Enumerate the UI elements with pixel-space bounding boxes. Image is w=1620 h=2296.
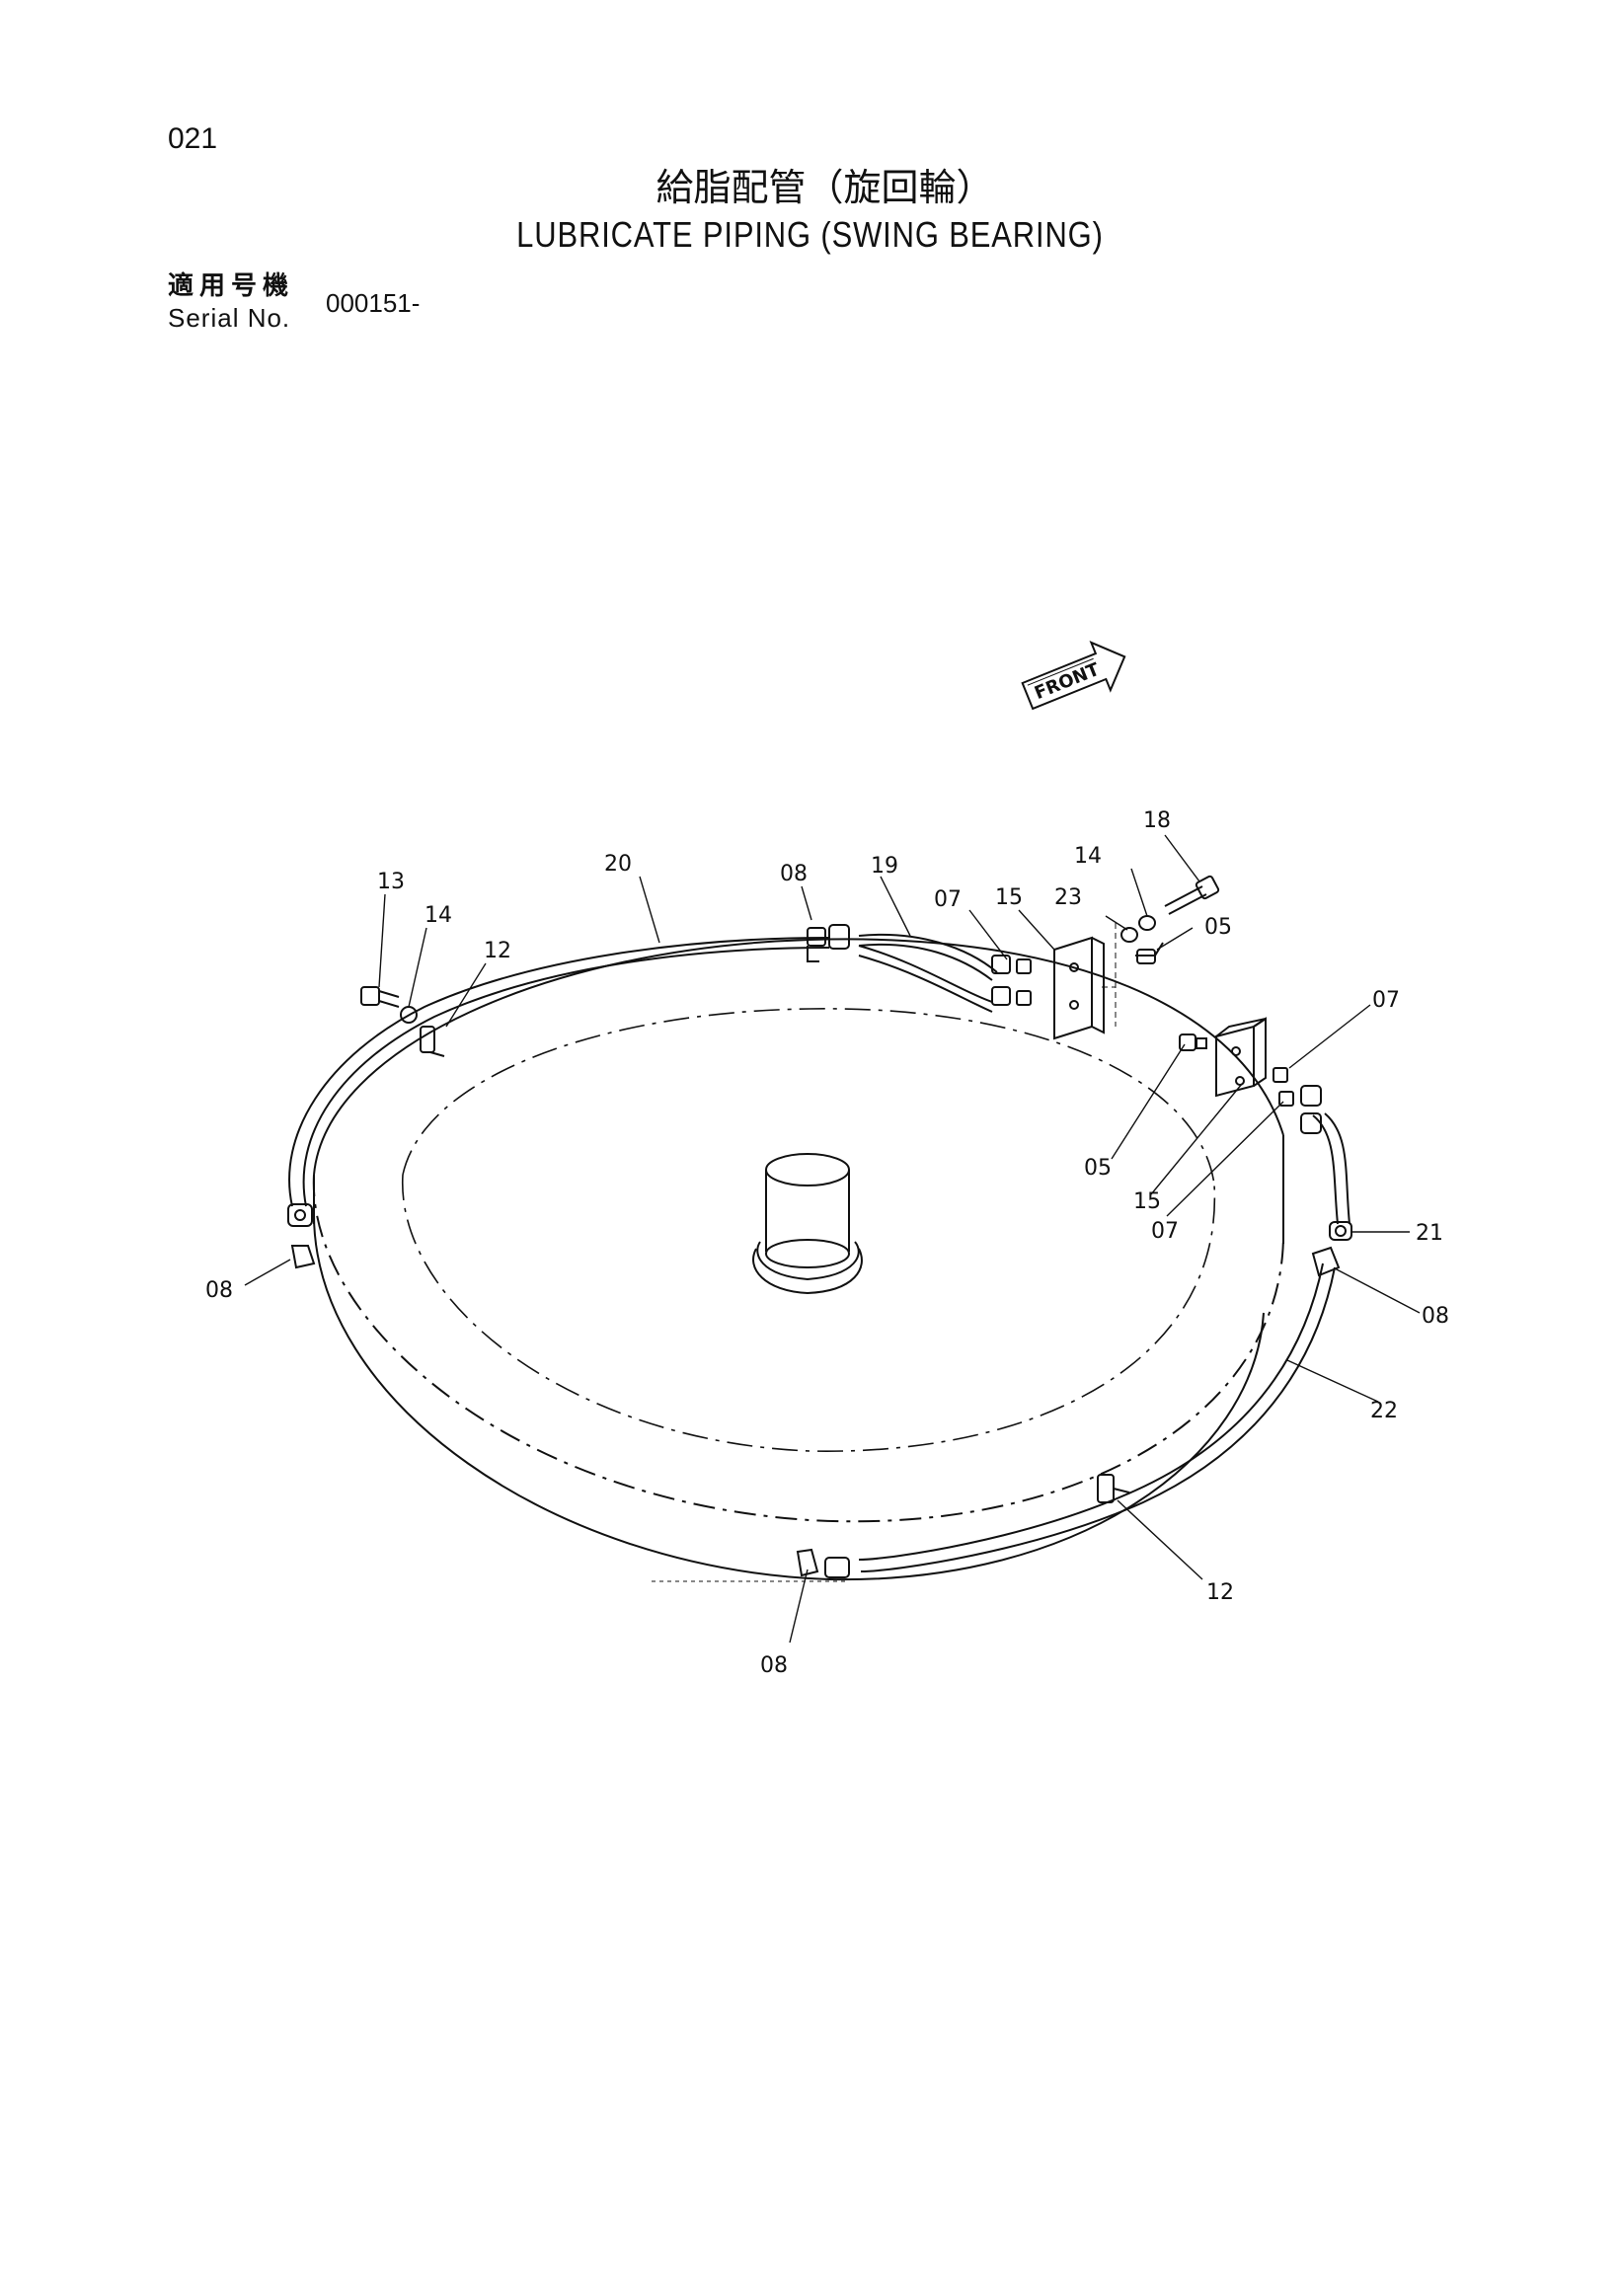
washer-14-top — [1138, 915, 1156, 931]
front-arrow: FRONT — [1021, 641, 1126, 711]
serial-label-english: Serial No. — [168, 303, 291, 333]
serial-number-value: 000151- — [326, 288, 421, 318]
part-callouts: 18 14 23 05 20 08 19 07 15 13 14 12 07 0… — [205, 808, 1449, 1678]
callout-07-top: 07 — [934, 887, 962, 912]
callout-22: 22 — [1370, 1399, 1398, 1423]
pipe-20 — [288, 937, 830, 1207]
serial-label-japanese: 適用号機 — [168, 271, 295, 301]
callout-15-top: 15 — [995, 885, 1023, 910]
callout-12-left: 12 — [484, 939, 511, 963]
callout-15-right: 15 — [1133, 1189, 1161, 1214]
elbow-08-left — [287, 1203, 316, 1269]
callout-19: 19 — [871, 854, 898, 879]
pipe-22 — [858, 1263, 1336, 1572]
pipe-19 — [858, 933, 998, 1013]
elbow-08-right — [1311, 1246, 1341, 1277]
block-15-right — [1215, 1017, 1267, 1098]
title-english: LUBRICATE PIPING (SWING BEARING) — [516, 214, 1104, 255]
callout-23: 23 — [1054, 885, 1082, 910]
elbow-05-top — [1135, 942, 1164, 964]
fitting-07-top — [991, 955, 1032, 1006]
bolt-13 — [360, 986, 400, 1008]
callout-08-right: 08 — [1422, 1304, 1449, 1329]
fitting-07-right — [1273, 1067, 1322, 1134]
callout-05-top: 05 — [1204, 915, 1232, 940]
callout-08-top: 08 — [780, 862, 808, 886]
elbow-08-bottom — [796, 1548, 850, 1578]
page-number: 021 — [168, 122, 218, 155]
center-cylinder — [752, 1153, 863, 1295]
swing-bearing-ring — [312, 938, 1284, 1582]
callout-14-top: 14 — [1074, 844, 1102, 869]
block-15-top — [1053, 923, 1117, 1040]
washer-23 — [1120, 927, 1138, 943]
title-block: 給脂配管（旋回輪） LUBRICATE PIPING (SWING BEARIN… — [0, 164, 1620, 259]
serial-label-block: 適用号機 Serial No. — [168, 270, 294, 334]
callout-05-right: 05 — [1084, 1156, 1112, 1181]
callout-07-lower: 07 — [1151, 1219, 1179, 1244]
callout-13: 13 — [377, 870, 405, 894]
title-japanese: 給脂配管（旋回輪） — [656, 166, 994, 209]
callout-21: 21 — [1416, 1221, 1443, 1246]
plug-05-right — [1179, 1033, 1207, 1051]
callout-18: 18 — [1143, 808, 1171, 833]
clamp-12-left — [420, 1026, 445, 1057]
callout-07-right: 07 — [1372, 988, 1400, 1013]
callout-20: 20 — [604, 852, 632, 877]
bolt-18 — [1164, 875, 1220, 915]
clamp-12-bottom — [1097, 1474, 1130, 1503]
callout-08-left: 08 — [205, 1278, 233, 1303]
leader-lines — [244, 834, 1421, 1644]
callout-14-left: 14 — [424, 903, 452, 928]
callout-12-bottom: 12 — [1206, 1580, 1234, 1605]
elbow-08-top — [807, 924, 850, 962]
callout-08-bottom: 08 — [760, 1653, 788, 1678]
